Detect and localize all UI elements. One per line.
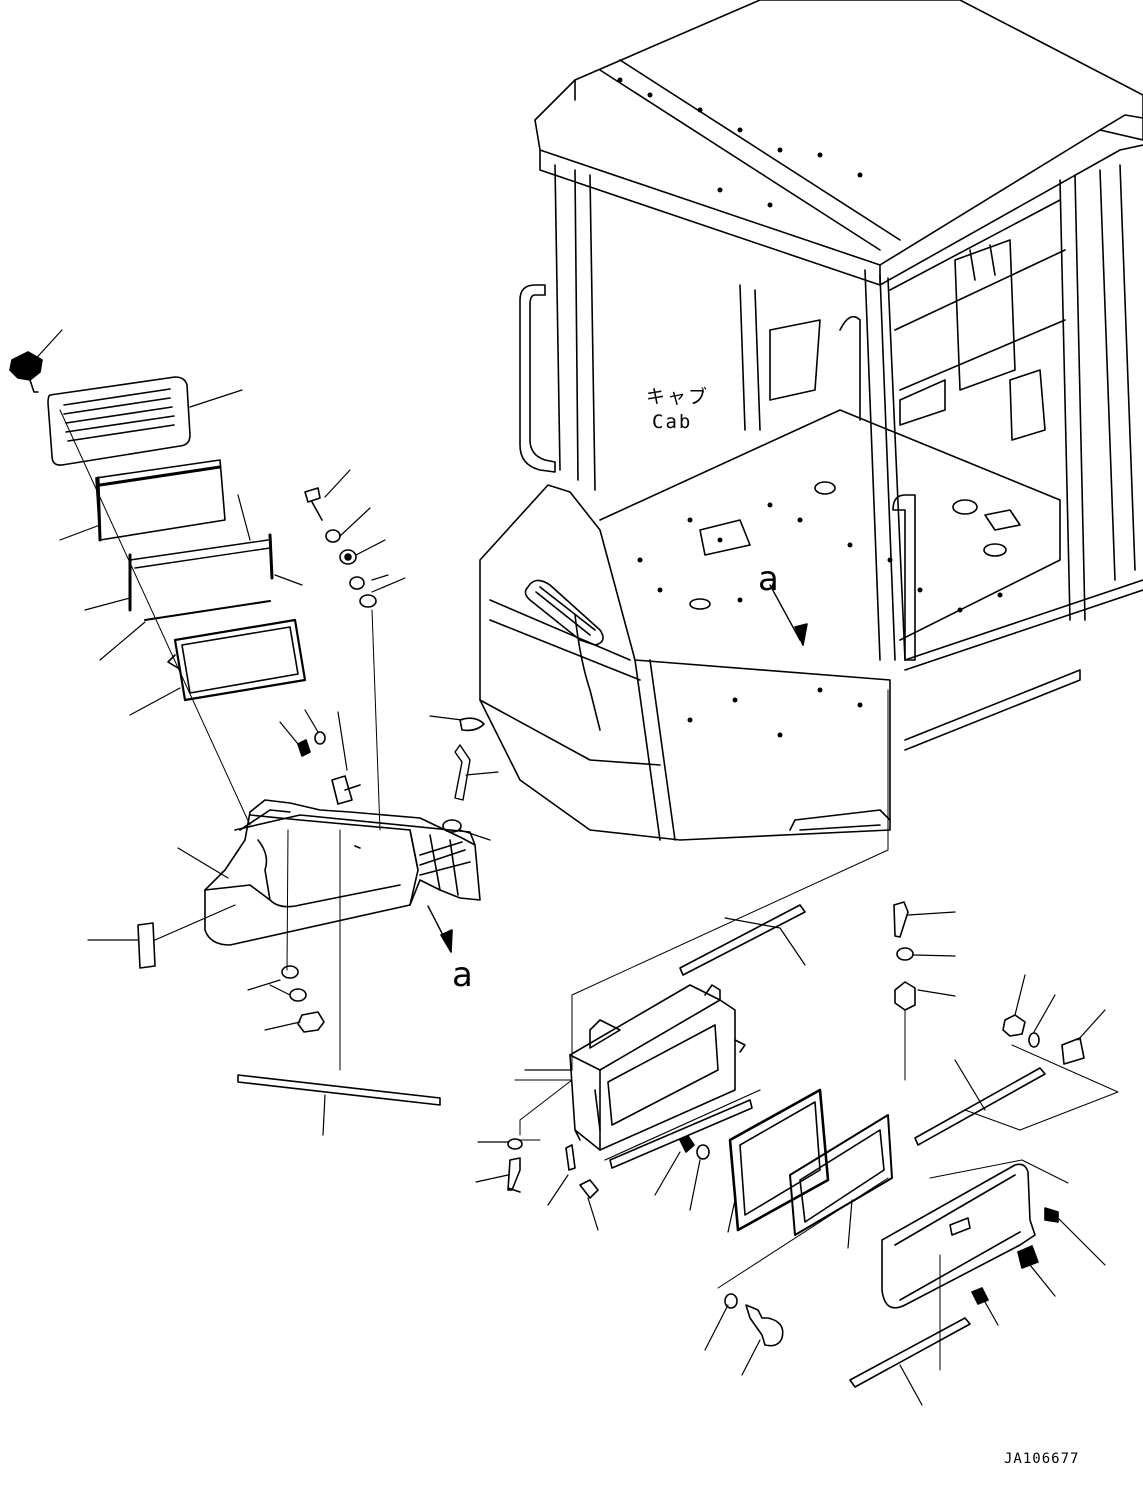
cab-label-japanese: キャブ — [646, 386, 710, 408]
left-duct-group — [9, 329, 499, 1136]
right-box-group — [475, 689, 1119, 1406]
cab-bolt-holes — [617, 77, 1003, 738]
drawing-number: JA106677 — [1004, 1451, 1080, 1467]
view-reference-label-top: a — [758, 559, 779, 599]
cab-assembly — [479, 0, 1143, 841]
view-reference-label-bottom: a — [452, 955, 473, 995]
cab-label-english: Cab — [652, 411, 693, 433]
